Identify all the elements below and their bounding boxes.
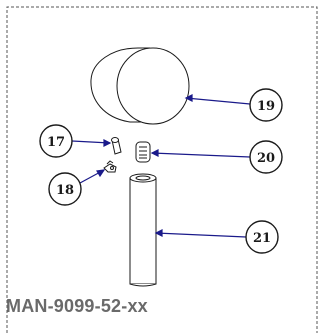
svg-text:21: 21	[253, 231, 271, 246]
part-small-cylinder	[111, 137, 122, 155]
svg-text:18: 18	[56, 183, 74, 198]
svg-text:17: 17	[47, 135, 65, 150]
arrow-20	[150, 149, 159, 157]
arrow-21	[154, 229, 163, 237]
callout-18: 18	[48, 172, 82, 206]
arrow-17	[103, 139, 112, 147]
callout-20: 20	[249, 140, 283, 174]
part-number-label: MAN-9099-52-xx	[6, 296, 148, 316]
leader-20	[151, 152, 251, 158]
dashed-border	[6, 6, 318, 333]
leader-21	[155, 232, 247, 238]
part-rod	[129, 173, 157, 287]
part-o-ring	[135, 141, 151, 163]
svg-text:19: 19	[257, 99, 275, 114]
arrow-18	[96, 169, 106, 178]
arrow-19	[184, 94, 193, 102]
leader-lines	[71, 94, 251, 238]
part-cap	[90, 47, 190, 125]
callout-21: 21	[245, 220, 279, 254]
leader-19	[185, 97, 251, 105]
part-clip	[103, 160, 117, 173]
callout-19: 19	[249, 88, 283, 122]
callout-17: 17	[39, 124, 73, 158]
svg-text:20: 20	[257, 151, 275, 166]
